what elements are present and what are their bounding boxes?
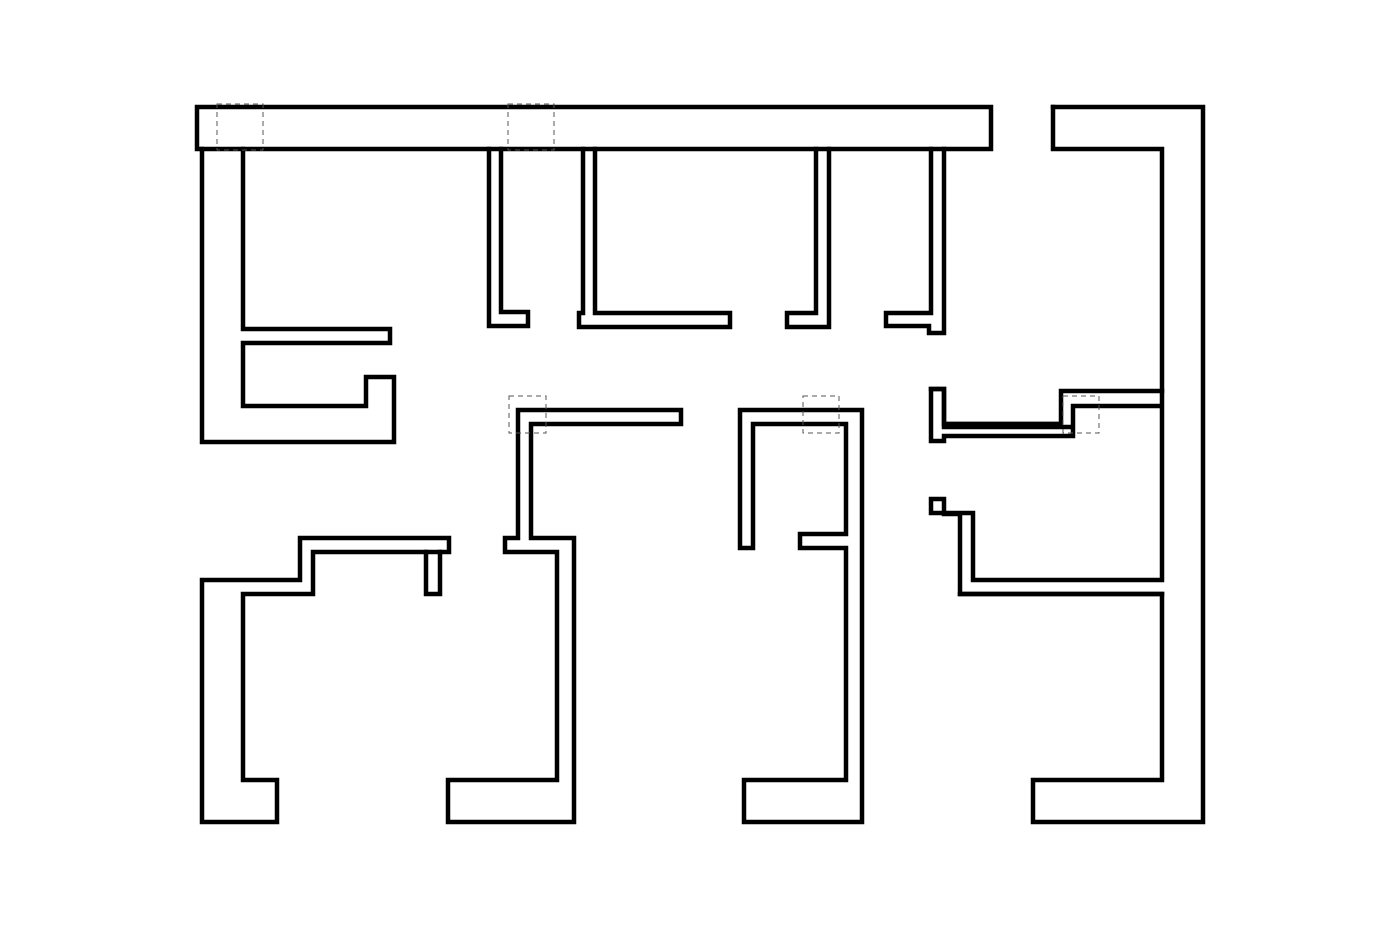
center-top-room-wall <box>576 146 733 330</box>
partition-c-wall <box>883 146 947 336</box>
right-mid-ledge-wall <box>928 386 1064 427</box>
column-marker-2 <box>507 103 555 151</box>
column-marker-5 <box>1062 395 1100 434</box>
left-upper-room-wall <box>199 146 397 445</box>
walls-layer <box>194 104 1206 825</box>
column-marker-3 <box>508 395 547 434</box>
right-outer-wall <box>928 104 1206 825</box>
left-hook-wall <box>1050 104 1165 394</box>
column-marker-4 <box>802 395 840 434</box>
center-right-room-wall <box>737 407 865 825</box>
top-corridor-wall <box>194 104 994 152</box>
bottom-left-stub-wall <box>423 549 443 597</box>
partition-b-wall <box>784 146 832 330</box>
column-marker-1 <box>216 103 264 151</box>
center-t-wall <box>445 407 684 825</box>
bottom-left-room-wall <box>199 535 452 825</box>
partition-a-wall <box>486 146 531 329</box>
column-markers-layer <box>216 103 1100 434</box>
